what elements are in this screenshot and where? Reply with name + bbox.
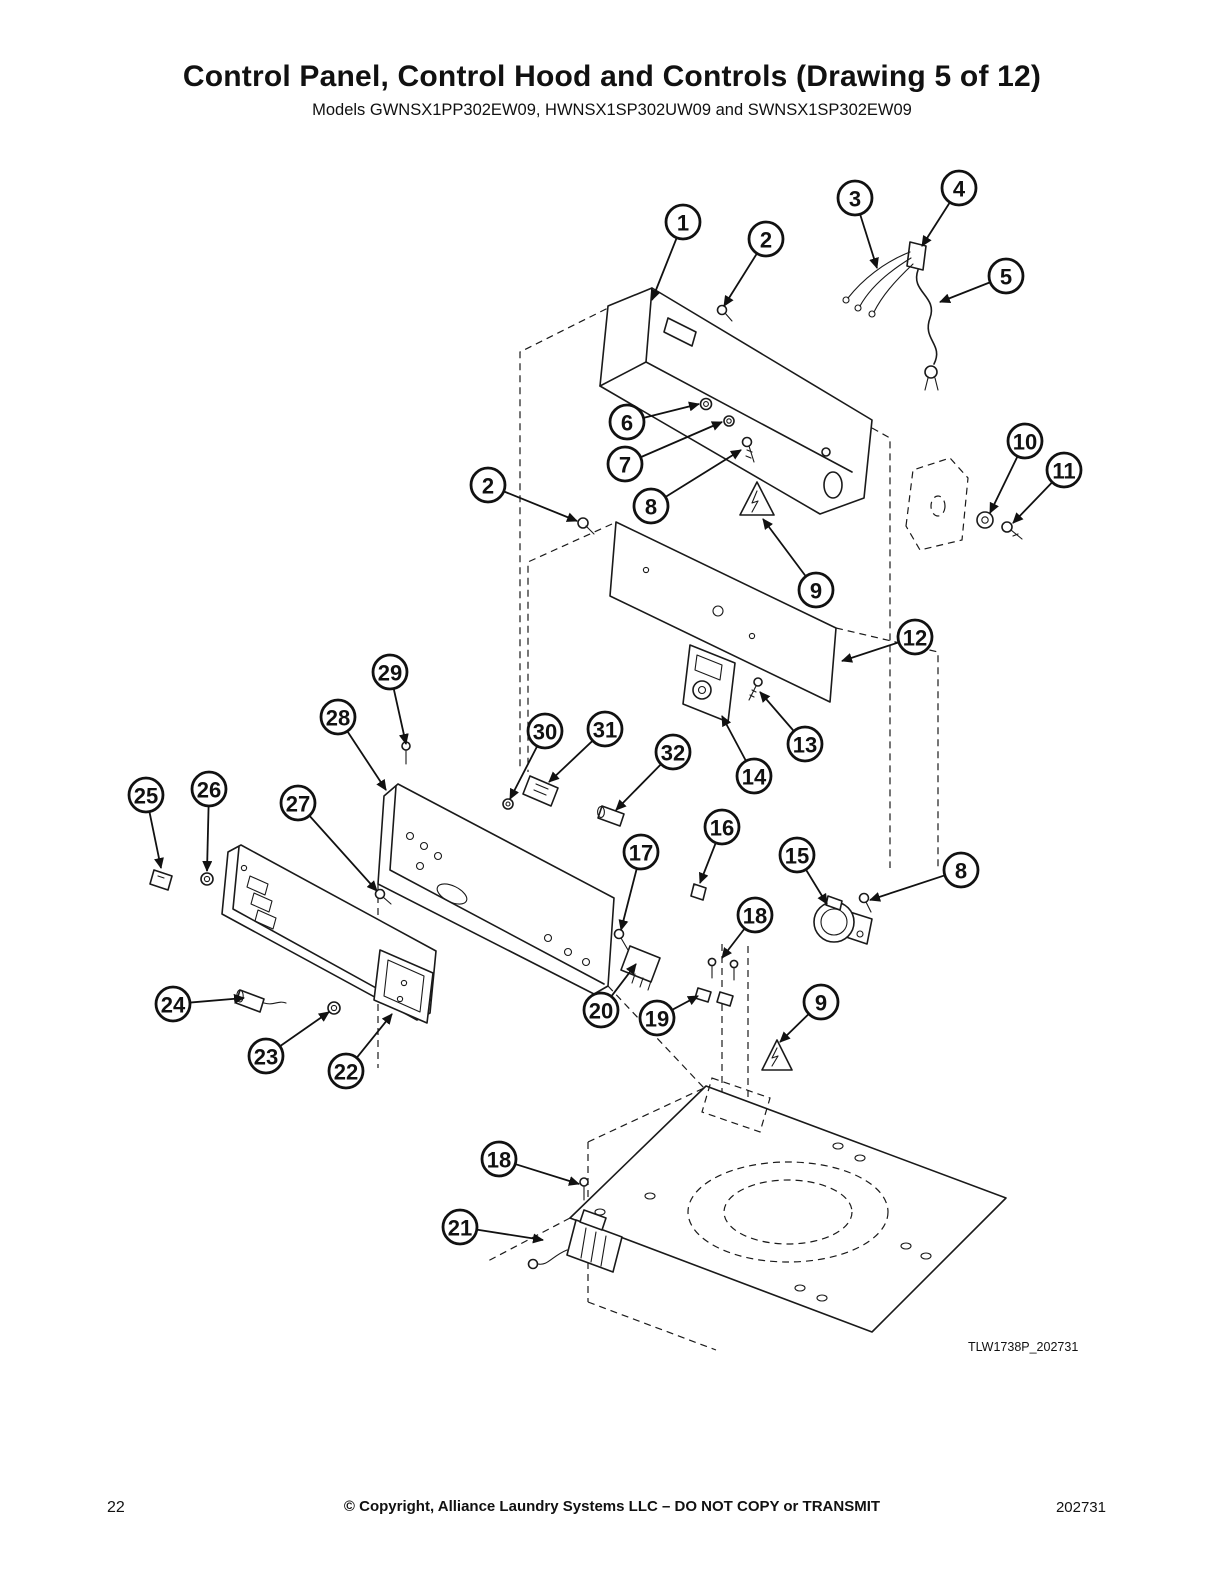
hood-fasteners: [577, 304, 755, 535]
callout-3: 3: [836, 179, 879, 269]
callout-29: 29: [371, 653, 409, 745]
svg-text:20: 20: [589, 999, 613, 1024]
callout-8: 8: [869, 851, 980, 902]
callout-5: 5: [939, 257, 1025, 303]
callout-18: 18: [721, 896, 774, 959]
svg-text:31: 31: [593, 718, 617, 743]
nameplate-panel: [373, 949, 434, 1024]
svg-text:2: 2: [482, 474, 494, 499]
page-header: Control Panel, Control Hood and Controls…: [0, 60, 1224, 120]
knob-and-screw: [905, 457, 1023, 551]
svg-text:6: 6: [621, 411, 633, 436]
callout-25: 25: [127, 776, 165, 869]
pressure-switch: [813, 892, 873, 945]
svg-text:8: 8: [955, 859, 967, 884]
svg-text:9: 9: [815, 991, 827, 1016]
callout-2: 2: [723, 220, 785, 307]
svg-text:15: 15: [785, 844, 809, 869]
callout-30: 30: [509, 712, 564, 800]
callout-13: 13: [759, 691, 824, 763]
svg-text:29: 29: [378, 661, 402, 686]
cabinet-top: [569, 1077, 1007, 1333]
svg-text:28: 28: [326, 706, 350, 731]
figure-code: TLW1738P_202731: [968, 1340, 1079, 1354]
page-title: Control Panel, Control Hood and Controls…: [182, 60, 1042, 93]
svg-text:25: 25: [134, 784, 158, 809]
callout-2: 2: [469, 466, 578, 522]
callout-24: 24: [154, 985, 245, 1023]
callout-1: 1: [651, 203, 702, 301]
svg-text:9: 9: [810, 579, 822, 604]
callout-11: 11: [1012, 451, 1083, 524]
callout-27: 27: [279, 784, 378, 892]
control-hood-rear-panel: [609, 521, 837, 703]
svg-text:7: 7: [619, 453, 631, 478]
svg-text:4: 4: [953, 177, 966, 202]
callout-6: 6: [608, 401, 700, 441]
svg-text:27: 27: [286, 792, 310, 817]
svg-text:21: 21: [448, 1216, 472, 1241]
page-footer: 22 © Copyright, Alliance Laundry Systems…: [0, 1498, 1224, 1516]
svg-text:17: 17: [629, 841, 653, 866]
doc-number: 202731: [1055, 1499, 1106, 1516]
svg-text:10: 10: [1013, 430, 1037, 455]
page-subtitle: Models GWNSX1PP302EW09, HWNSX1SP302UW09 …: [312, 101, 912, 119]
svg-text:1: 1: [677, 211, 689, 236]
copyright-notice: © Copyright, Alliance Laundry Systems LL…: [343, 1498, 881, 1515]
svg-text:5: 5: [1000, 265, 1012, 290]
svg-text:8: 8: [645, 495, 657, 520]
svg-text:19: 19: [645, 1007, 669, 1032]
callout-12: 12: [841, 618, 934, 663]
callout-20: 20: [582, 963, 637, 1029]
callout-23: 23: [247, 1011, 330, 1075]
svg-text:26: 26: [197, 778, 221, 803]
transformer: [527, 1177, 623, 1273]
callout-22: 22: [327, 1013, 393, 1090]
callout-16: 16: [699, 808, 741, 884]
callout-4: 4: [921, 169, 978, 247]
warning-label-top: [739, 481, 775, 516]
warning-label-bottom: [761, 1039, 793, 1071]
callout-9: 9: [762, 518, 835, 609]
svg-text:23: 23: [254, 1045, 278, 1070]
svg-text:24: 24: [161, 993, 186, 1018]
callout-10: 10: [989, 422, 1044, 514]
control-panel: [377, 741, 615, 995]
callout-32: 32: [615, 733, 692, 811]
callout-28: 28: [319, 698, 387, 791]
panel-switch-parts: [502, 775, 739, 1007]
callout-31: 31: [548, 710, 624, 783]
callout-21: 21: [441, 1208, 544, 1246]
svg-text:2: 2: [760, 228, 772, 253]
svg-text:12: 12: [903, 626, 927, 651]
callout-19: 19: [638, 995, 699, 1037]
svg-text:11: 11: [1052, 459, 1075, 484]
svg-text:18: 18: [487, 1148, 511, 1173]
callout-7: 7: [606, 421, 723, 483]
callout-14: 14: [721, 715, 773, 795]
callout-18: 18: [480, 1140, 580, 1186]
callout-26: 26: [190, 770, 228, 872]
svg-text:32: 32: [661, 741, 685, 766]
svg-text:16: 16: [710, 816, 734, 841]
svg-text:13: 13: [793, 733, 817, 758]
callout-8: 8: [632, 449, 742, 525]
control-hood: [599, 287, 873, 515]
timer: [682, 644, 763, 723]
page-number: 22: [107, 1499, 125, 1516]
svg-text:30: 30: [533, 720, 557, 745]
assembly-guide-lines: [377, 297, 939, 1351]
callout-9: 9: [779, 983, 840, 1043]
left-fasteners: [149, 869, 392, 1015]
callout-17: 17: [618, 833, 660, 931]
svg-text:18: 18: [743, 904, 767, 929]
svg-text:22: 22: [334, 1060, 358, 1085]
callout-15: 15: [778, 836, 828, 905]
power-cord-and-harness: [842, 241, 939, 391]
svg-text:3: 3: [849, 187, 861, 212]
svg-text:14: 14: [742, 765, 767, 790]
